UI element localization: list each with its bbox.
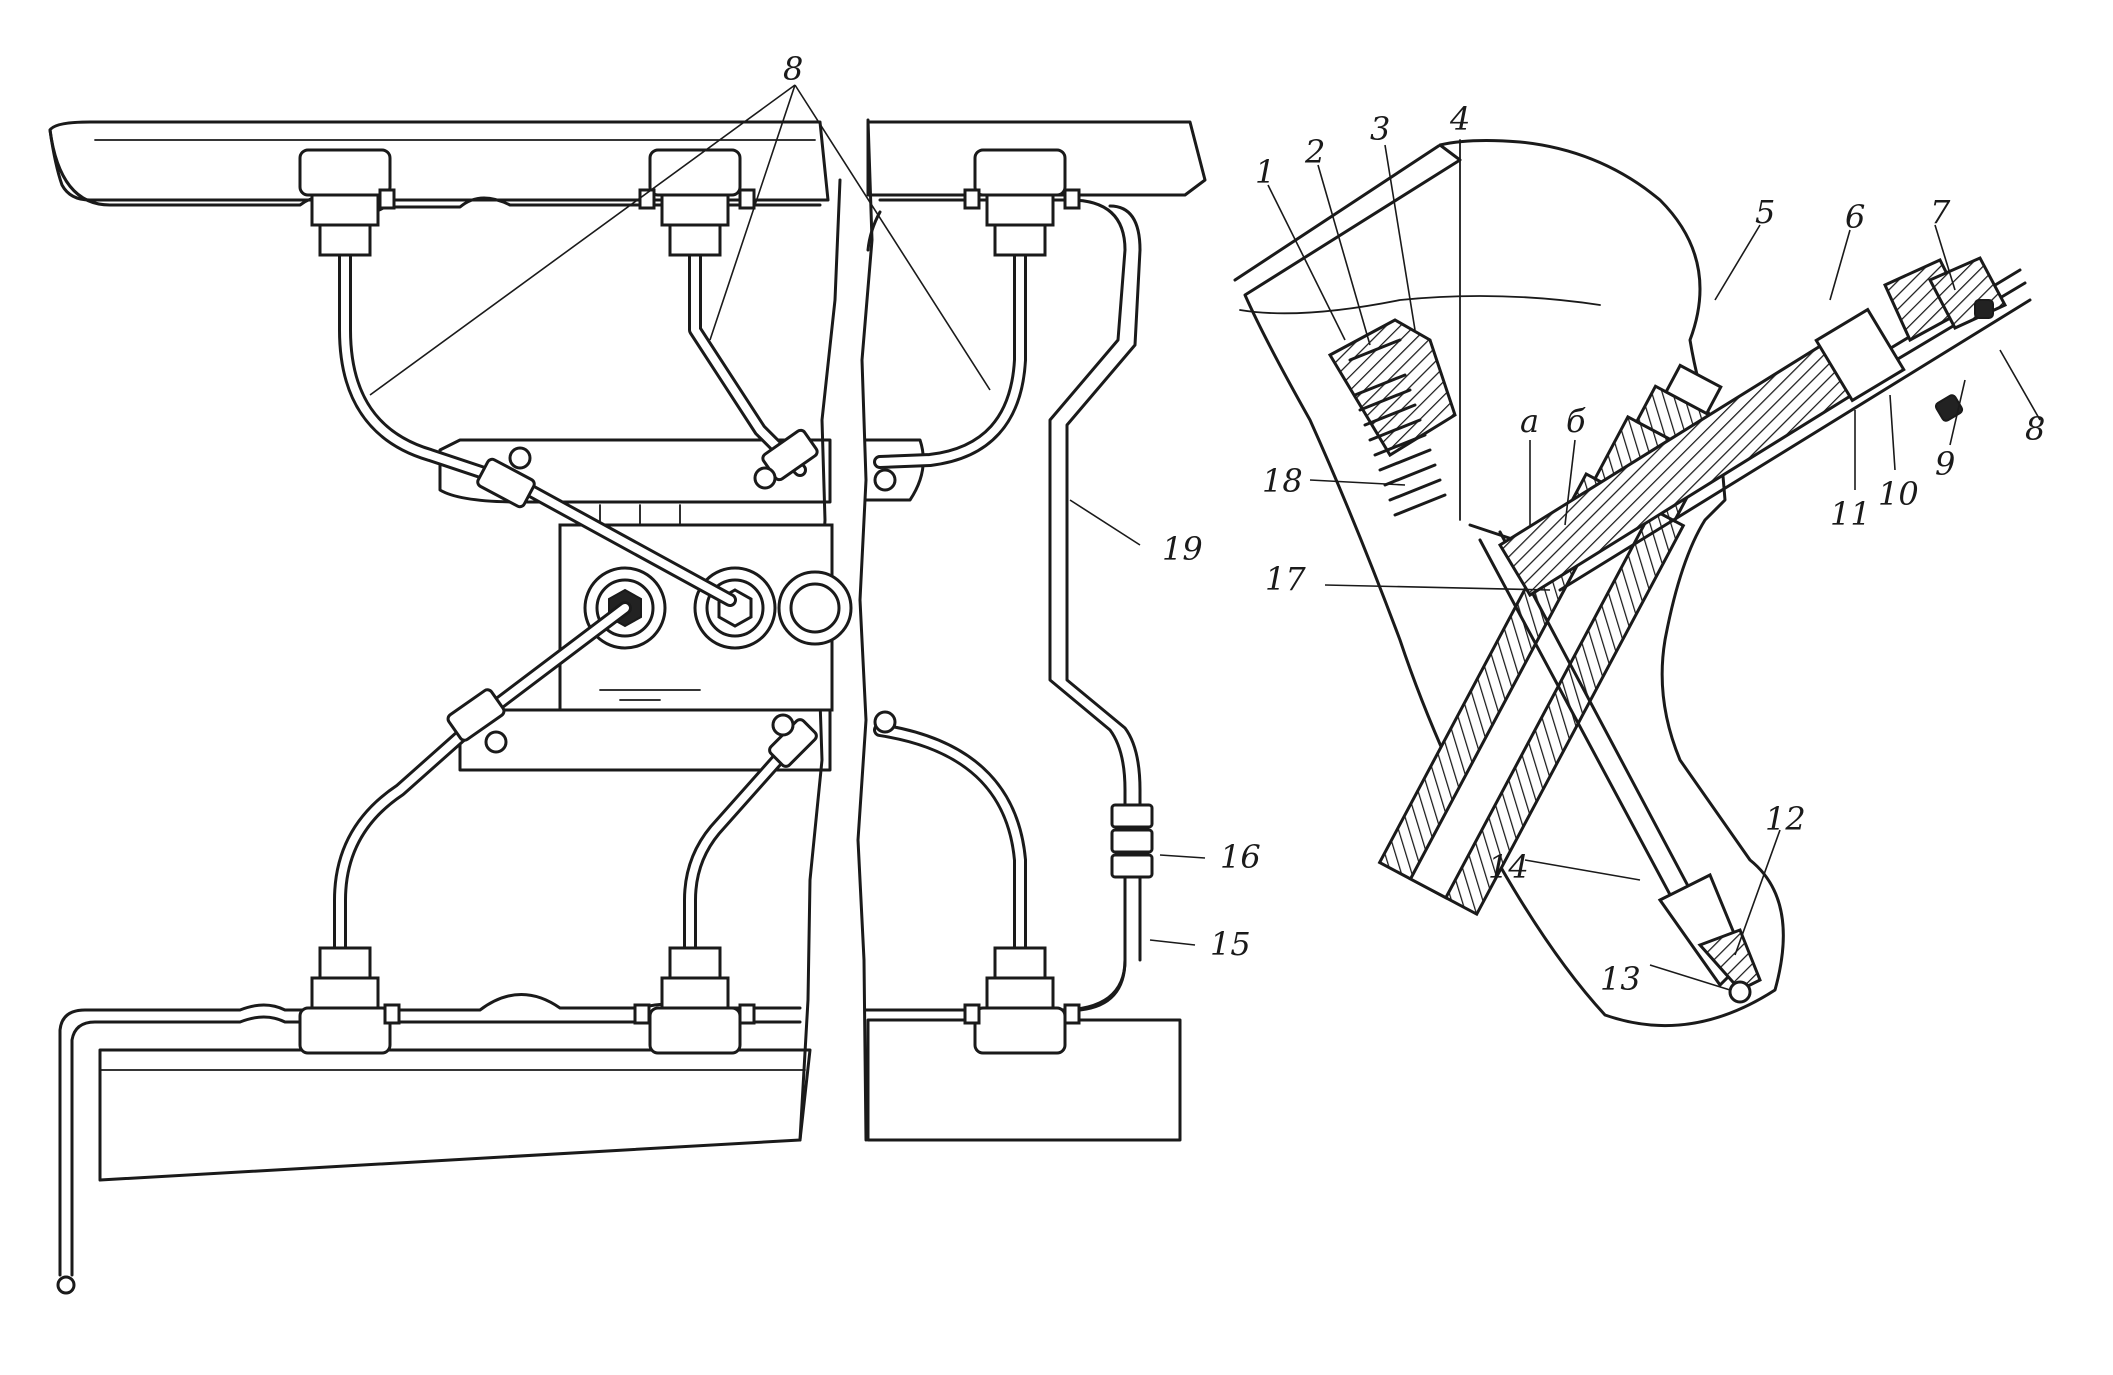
top-cylinder-head-left (48, 120, 830, 202)
injector-spring-assembly (1327, 318, 1532, 547)
injector-fittings-bottom (298, 946, 1081, 1055)
callout-12: 12 (1765, 800, 1806, 838)
top-cylinder-head-right (866, 120, 1207, 197)
callout-6: 6 (1845, 198, 1865, 236)
injector-spring (1353, 373, 1447, 517)
callout-11: 11 (1830, 495, 1871, 533)
injection-pump-upper-flange (438, 438, 832, 504)
break-line-right (856, 118, 874, 1142)
leak-off-line-bottom (58, 993, 802, 1277)
callout-9: 9 (1935, 445, 1955, 483)
injector-section-view (1233, 139, 2041, 1028)
callout-7: 7 (1930, 193, 1951, 231)
callout-10: 10 (1878, 475, 1919, 513)
pipe-coupling-16 (1110, 803, 1154, 879)
leader-lines-left (369, 84, 1206, 946)
callout-1: 1 (1255, 153, 1275, 191)
high-pressure-pipes-bottom (333, 601, 1027, 957)
callout-13: 13 (1600, 960, 1641, 998)
callout-16: 16 (1220, 838, 1261, 876)
callout-8-top: 8 (783, 50, 803, 88)
drain-tip (56, 1275, 76, 1295)
injection-pump-right-flange (864, 438, 925, 502)
callout-labels: 8 19 16 15 1 2 3 4 5 6 7 8 9 10 11 12 13… (783, 50, 2045, 998)
fuel-lines-view (48, 84, 1207, 1295)
callout-a: а (1520, 402, 1539, 440)
injector-nozzle (1657, 872, 1762, 1004)
injector-spindle (1478, 530, 1724, 962)
callout-8-right: 8 (2025, 410, 2045, 448)
callout-17: 17 (1265, 560, 1306, 598)
callout-19: 19 (1162, 530, 1203, 568)
callout-3: 3 (1370, 110, 1390, 148)
callout-18: 18 (1262, 462, 1303, 500)
injector-fittings-top (298, 148, 1081, 257)
callout-2: 2 (1304, 133, 1325, 171)
callout-15: 15 (1210, 925, 1251, 963)
pipe-clamps (446, 428, 897, 768)
return-line-19 (1065, 204, 1142, 962)
leader-lines-right (1267, 144, 2041, 991)
callout-b: б (1566, 402, 1586, 440)
callout-5: 5 (1755, 193, 1775, 231)
cylinder-head-outline (1233, 139, 1785, 1028)
callout-14: 14 (1488, 848, 1529, 886)
fuel-inlet-fitting (1497, 256, 2032, 598)
injection-pump-lower-flange (458, 708, 832, 772)
callout-4: 4 (1449, 100, 1470, 138)
